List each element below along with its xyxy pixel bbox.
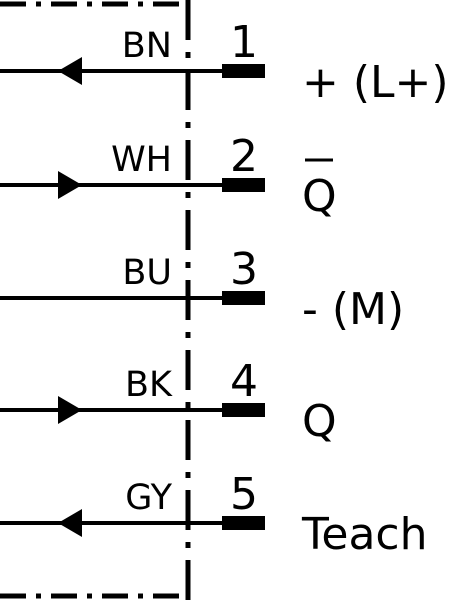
pin-number: 1 [230, 17, 258, 68]
signal-label: Teach [301, 509, 428, 560]
wire-color-label: BN [122, 26, 172, 66]
terminal-block [222, 178, 265, 192]
arrow-left-icon [58, 509, 82, 537]
pin-number: 5 [230, 469, 258, 520]
pin-row-4: BK 4Q [0, 356, 337, 447]
pin-row-1: BN 1 + (L+) [0, 17, 449, 108]
wire-color-label: GY [125, 478, 172, 518]
arrow-right-icon [58, 171, 82, 199]
arrow-right-icon [58, 396, 82, 424]
terminal-block [222, 403, 265, 417]
arrow-left-icon [58, 57, 82, 85]
signal-label: - (M) [302, 284, 404, 335]
pin-number: 2 [230, 131, 258, 182]
pin-row-3: BU 3 - (M) [0, 244, 404, 335]
pin-row-2: WH 2Q [0, 131, 337, 222]
wire-color-label: BU [122, 253, 172, 293]
terminal-block [222, 64, 265, 78]
pin-number: 4 [230, 356, 258, 407]
wire-color-label: BK [125, 365, 173, 405]
signal-label: Q [302, 171, 337, 222]
terminal-block [222, 516, 265, 530]
terminal-block [222, 291, 265, 305]
pin-number: 3 [230, 244, 258, 295]
wire-color-label: WH [111, 140, 172, 180]
signal-label: Q [302, 396, 337, 447]
signal-label: + (L+) [302, 57, 449, 108]
